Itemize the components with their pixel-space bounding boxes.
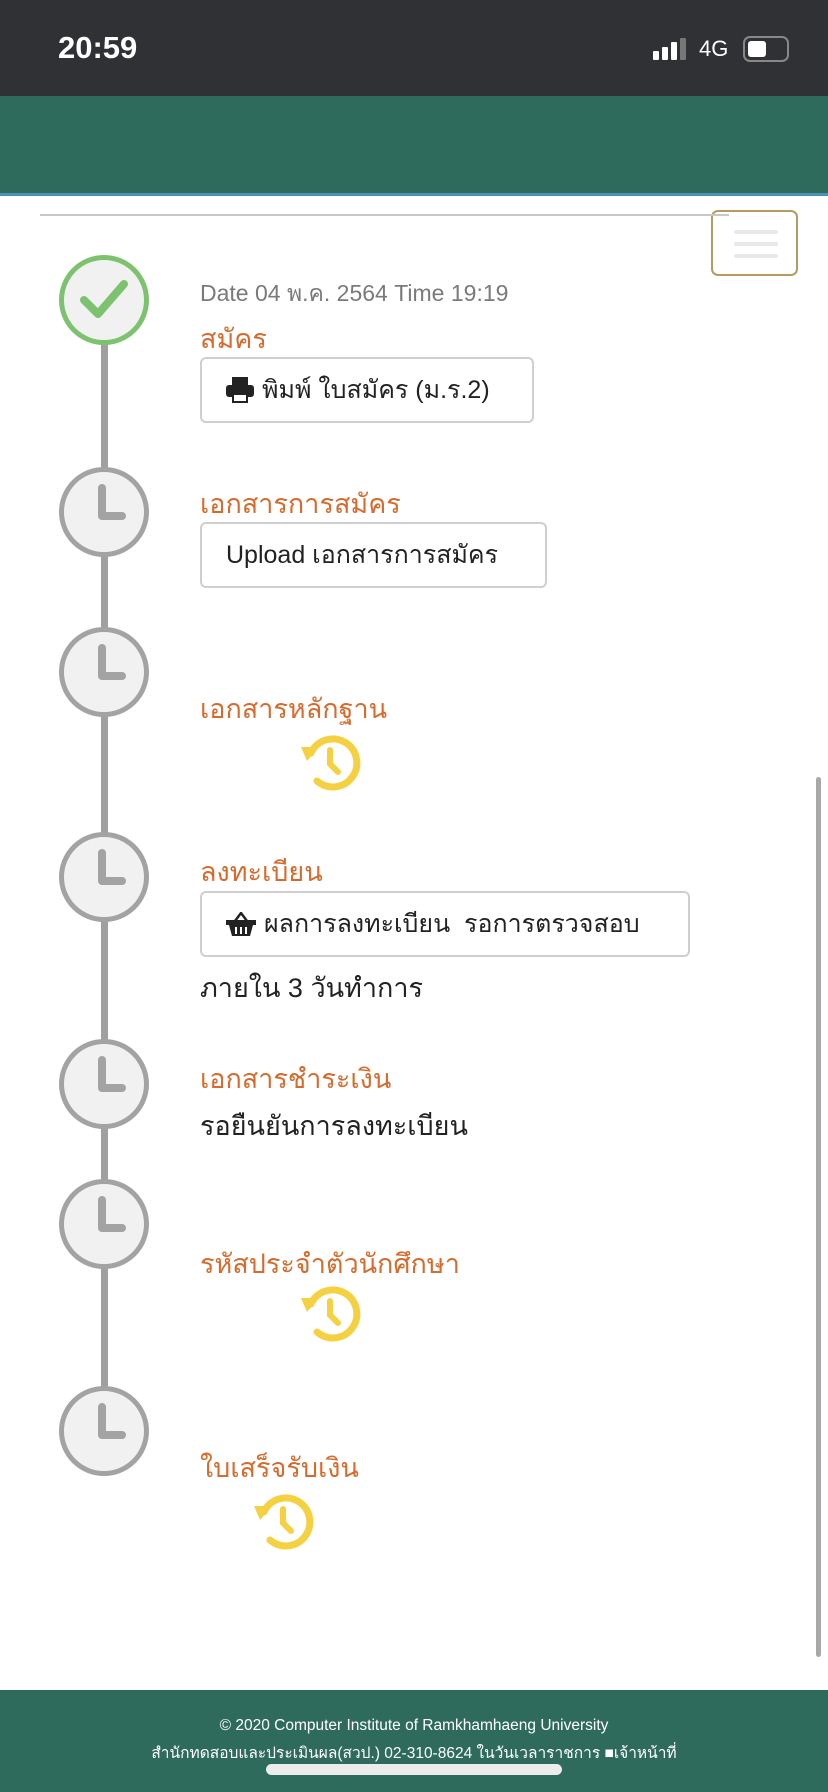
step-title: เอกสารชำระเงิน bbox=[200, 1064, 392, 1094]
staff-icon: ■ bbox=[604, 1745, 614, 1762]
signal-icon bbox=[653, 38, 686, 60]
history-icon bbox=[301, 1286, 361, 1342]
clock-icon bbox=[59, 1039, 149, 1129]
staff-link[interactable]: เจ้าหน้าที่ bbox=[613, 1745, 677, 1762]
scrollbar[interactable] bbox=[816, 777, 821, 1657]
step-title: สมัคร bbox=[200, 324, 267, 354]
hamburger-menu-button[interactable] bbox=[711, 210, 798, 276]
print-icon bbox=[226, 377, 254, 403]
check-icon bbox=[59, 255, 149, 345]
step-note: ภายใน 3 วันทำการ bbox=[200, 973, 424, 1003]
basket-icon bbox=[226, 912, 256, 936]
home-indicator[interactable] bbox=[266, 1764, 562, 1775]
step-title: เอกสารหลักฐาน bbox=[200, 694, 388, 724]
contact-text: สำนักทดสอบและประเมินผล(สวป.) 02-310-8624… bbox=[151, 1745, 605, 1762]
network-type: 4G bbox=[699, 36, 729, 61]
footer: © 2020 Computer Institute of Ramkhamhaen… bbox=[0, 1690, 828, 1792]
battery-icon bbox=[743, 36, 789, 62]
divider bbox=[40, 214, 729, 216]
clock-icon bbox=[59, 832, 149, 922]
history-icon bbox=[254, 1494, 314, 1550]
button-label: ผลการลงทะเบียน รอการตรวจสอบ bbox=[264, 910, 640, 938]
navbar bbox=[0, 96, 828, 276]
clock: 20:59 bbox=[58, 30, 138, 65]
step-date: Date 04 พ.ค. 2564 Time 19:19 bbox=[200, 280, 509, 306]
button-label: พิมพ์ ใบสมัคร (ม.ร.2) bbox=[262, 376, 490, 404]
clock-icon bbox=[59, 1386, 149, 1476]
contact-info: สำนักทดสอบและประเมินผล(สวป.) 02-310-8624… bbox=[0, 1740, 828, 1765]
clock-icon bbox=[59, 1179, 149, 1269]
history-icon bbox=[301, 735, 361, 791]
button-label: Upload เอกสารการสมัคร bbox=[226, 541, 499, 569]
clock-icon bbox=[59, 467, 149, 557]
step-title: เอกสารการสมัคร bbox=[200, 489, 401, 519]
step-title: ลงทะเบียน bbox=[200, 857, 323, 887]
print-application-button[interactable]: พิมพ์ ใบสมัคร (ม.ร.2) bbox=[200, 357, 534, 423]
step-title: ใบเสร็จรับเงิน bbox=[200, 1453, 359, 1483]
registration-result-button[interactable]: ผลการลงทะเบียน รอการตรวจสอบ bbox=[200, 891, 690, 957]
clock-icon bbox=[59, 627, 149, 717]
step-title: รหัสประจำตัวนักศึกษา bbox=[200, 1249, 460, 1279]
step-note: รอยืนยันการลงทะเบียน bbox=[200, 1111, 468, 1141]
upload-documents-button[interactable]: Upload เอกสารการสมัคร bbox=[200, 522, 547, 588]
status-bar: 20:59 4G bbox=[0, 0, 828, 96]
copyright: © 2020 Computer Institute of Ramkhamhaen… bbox=[219, 1717, 609, 1734]
